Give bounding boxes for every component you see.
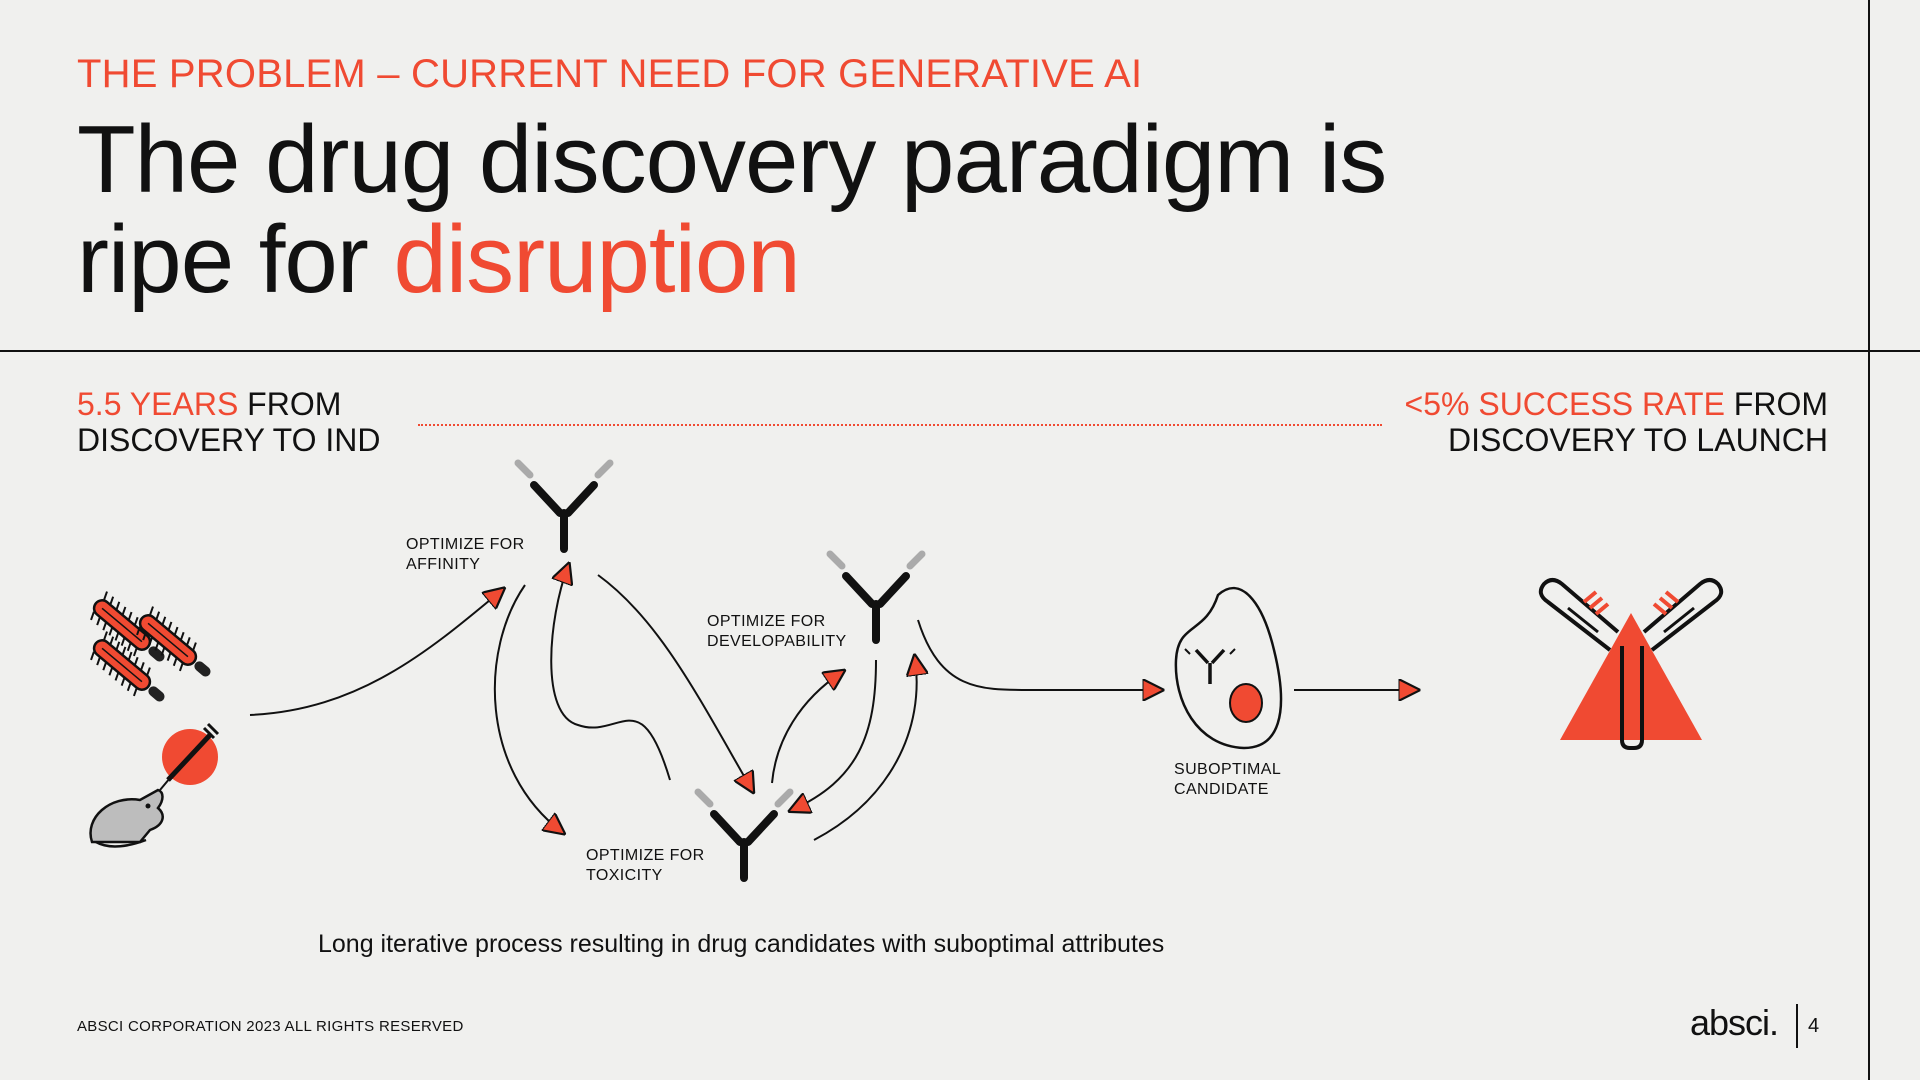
stat-success-rate: <5% SUCCESS RATE FROM DISCOVERY TO LAUNC… (1405, 386, 1828, 458)
warning-antibody-icon (1538, 578, 1724, 750)
stat-left-rest: FROM (238, 386, 342, 422)
antibody-icon-affinity (518, 463, 610, 549)
mouse-icon (89, 788, 164, 848)
cell-icon (1174, 587, 1283, 750)
page-title: The drug discovery paradigm is ripe for … (77, 110, 1387, 313)
page-number-divider (1796, 1004, 1798, 1048)
title-accent-word: disruption (393, 206, 800, 313)
label-developability-line2: DEVELOPABILITY (707, 633, 847, 650)
label-optimize-toxicity: OPTIMIZE FOR TOXICITY (586, 846, 705, 886)
header-divider (0, 350, 1920, 352)
label-toxicity-line1: OPTIMIZE FOR (586, 847, 705, 864)
stat-left-accent: 5.5 YEARS (77, 386, 239, 422)
stat-left-line2: DISCOVERY TO IND (77, 422, 381, 458)
stat-connector-line (418, 424, 1382, 426)
right-edge-divider (1868, 0, 1870, 1080)
process-arrows (249, 566, 1416, 841)
label-suboptimal-candidate: SUBOPTIMAL CANDIDATE (1174, 760, 1281, 800)
syringe-icon (159, 722, 220, 791)
label-candidate-line1: SUBOPTIMAL (1174, 761, 1282, 778)
label-optimize-affinity: OPTIMIZE FOR AFFINITY (406, 535, 525, 575)
label-affinity-line1: OPTIMIZE FOR (406, 536, 525, 553)
bacteria-icon (84, 589, 221, 714)
section-kicker: THE PROBLEM – CURRENT NEED FOR GENERATIV… (77, 52, 1143, 96)
stat-right-line2: DISCOVERY TO LAUNCH (1448, 422, 1828, 458)
stat-time-to-ind: 5.5 YEARS FROM DISCOVERY TO IND (77, 386, 381, 458)
label-candidate-line2: CANDIDATE (1174, 781, 1269, 798)
antibody-icon-toxicity (698, 792, 790, 878)
label-optimize-developability: OPTIMIZE FOR DEVELOPABILITY (707, 612, 847, 652)
diagram-caption: Long iterative process resulting in drug… (318, 930, 1165, 958)
label-developability-line1: OPTIMIZE FOR (707, 613, 826, 630)
label-toxicity-line2: TOXICITY (586, 867, 663, 884)
title-line-1: The drug discovery paradigm is (77, 106, 1387, 213)
absci-logo: absci. (1690, 1002, 1779, 1043)
title-line-2-prefix: ripe for (77, 206, 394, 313)
stat-right-rest: FROM (1724, 386, 1828, 422)
label-affinity-line2: AFFINITY (406, 556, 481, 573)
footer-copyright: ABSCI CORPORATION 2023 ALL RIGHTS RESERV… (77, 1018, 464, 1035)
stat-right-accent: <5% SUCCESS RATE (1404, 386, 1725, 422)
page-number: 4 (1808, 1015, 1820, 1037)
